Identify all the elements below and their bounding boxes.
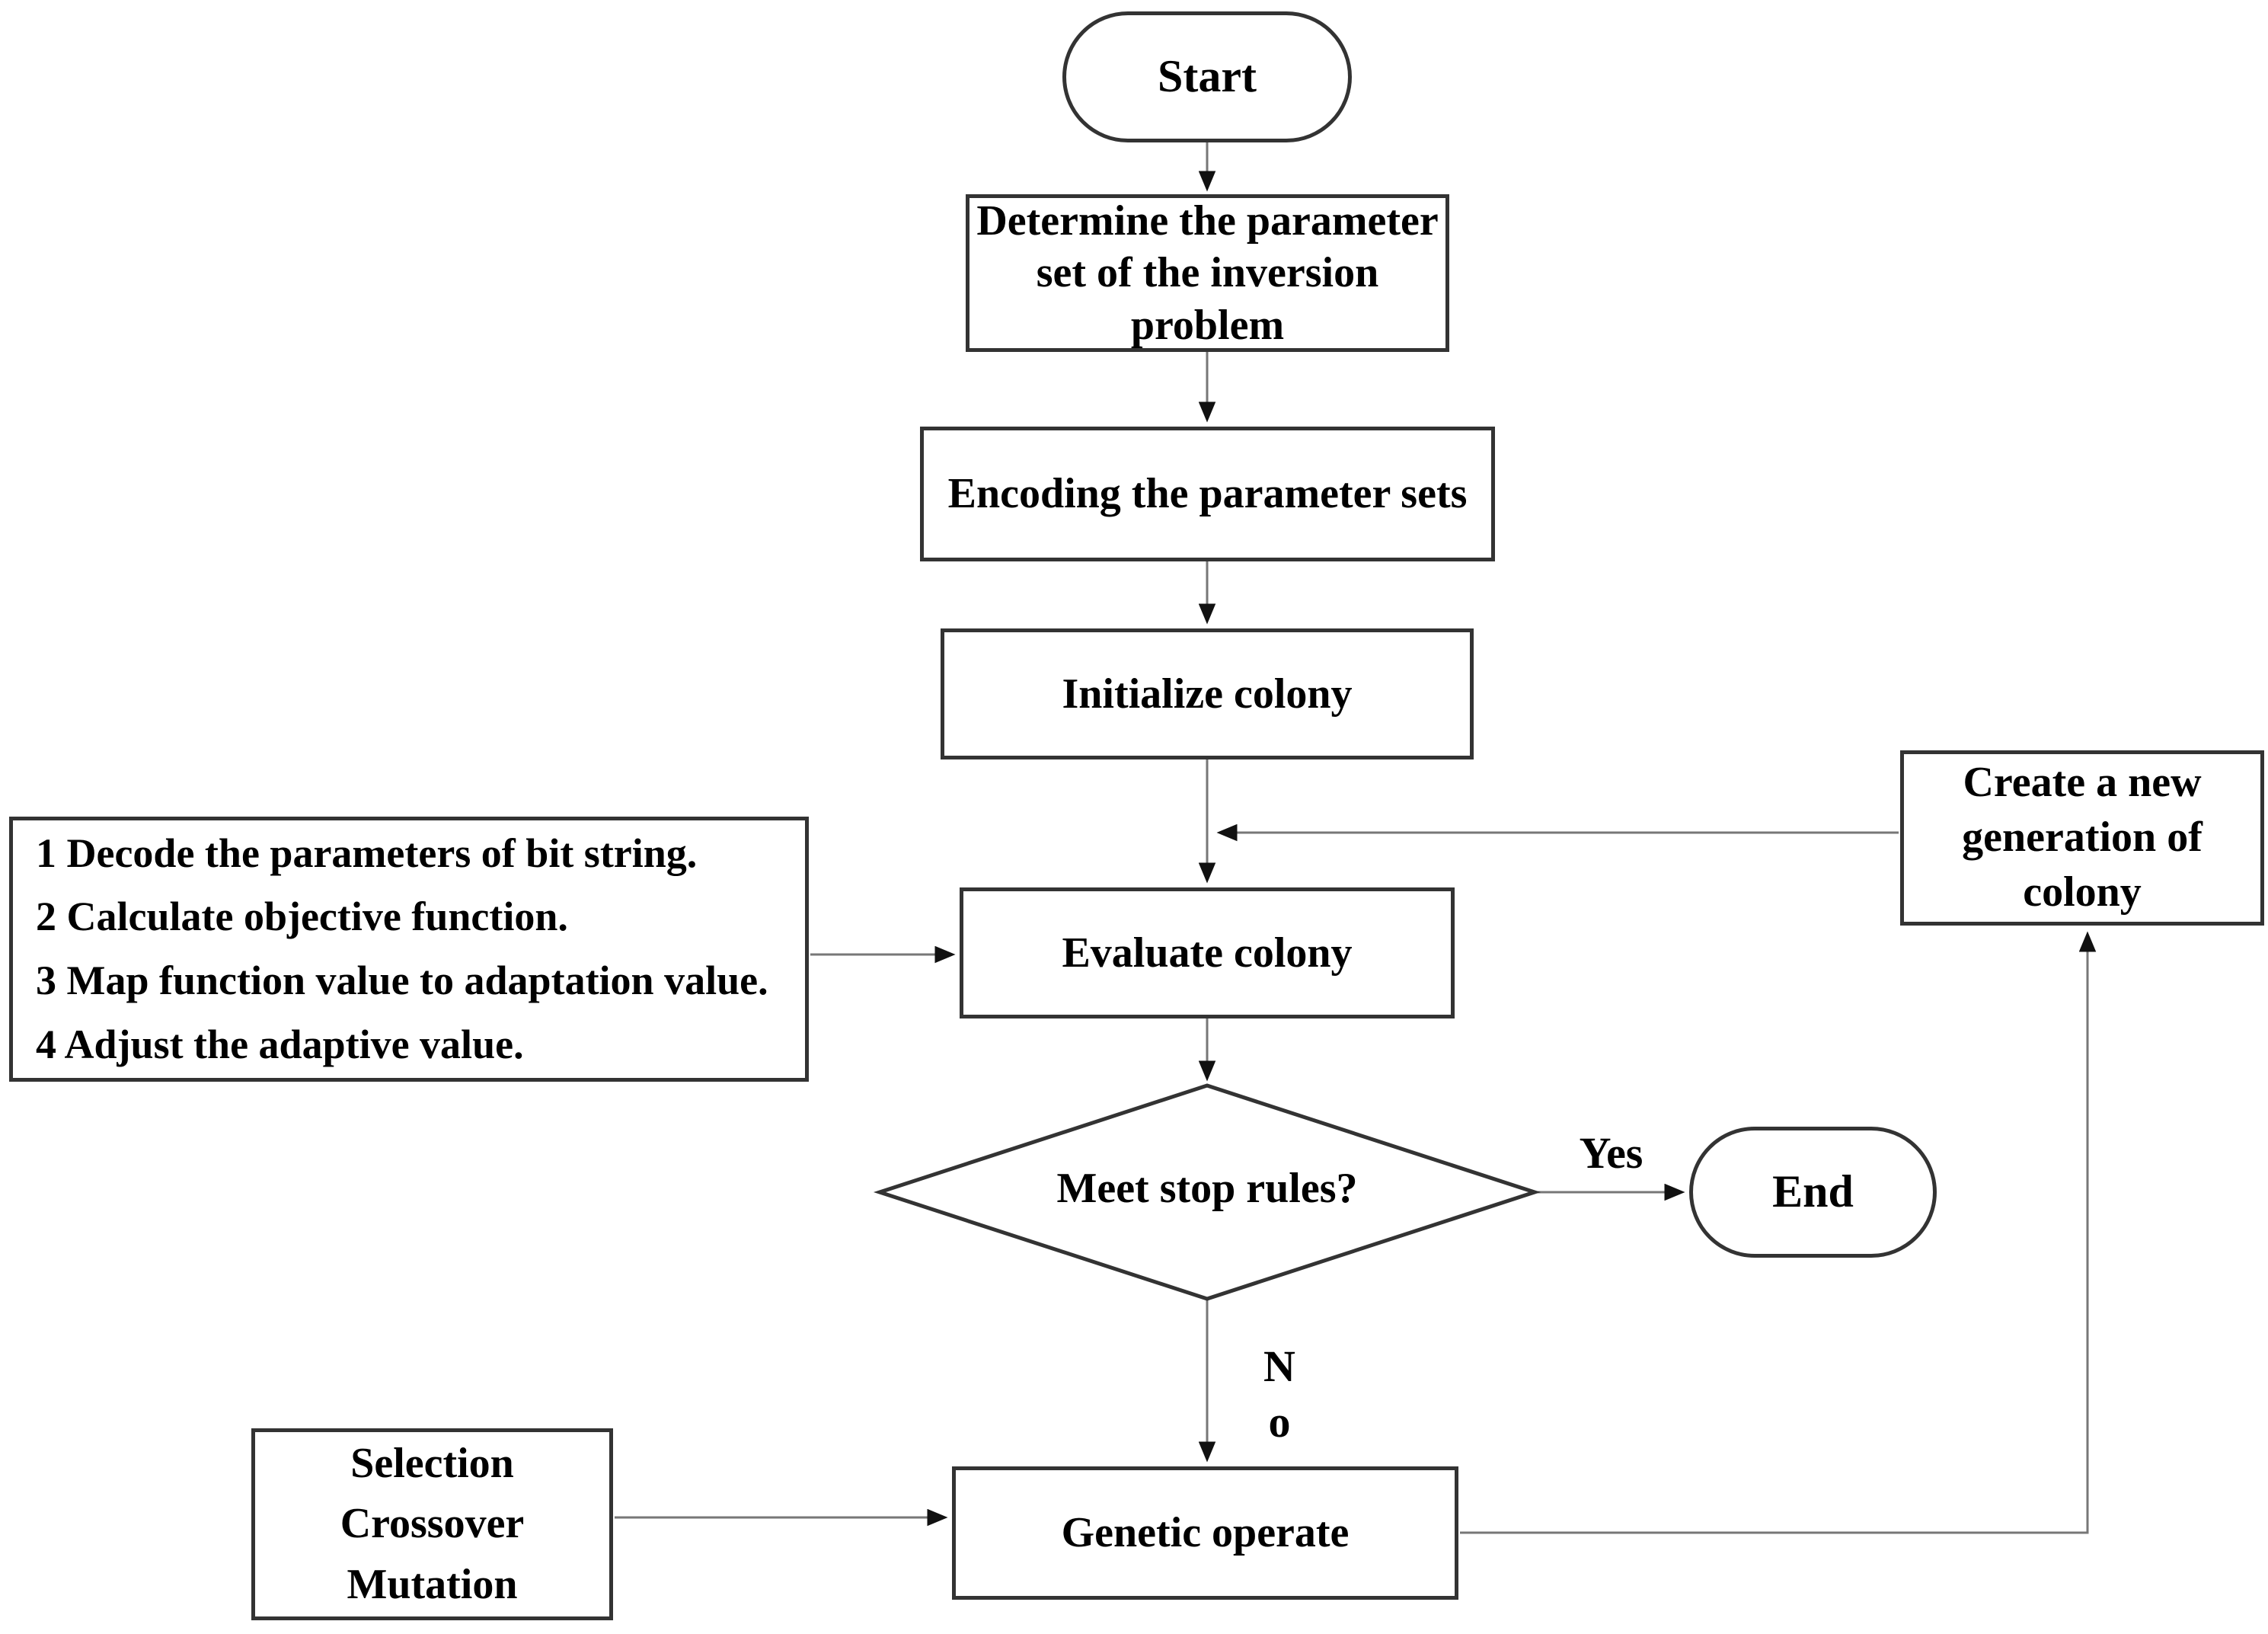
genetic-operate-label: Genetic operate <box>1061 1509 1350 1557</box>
decision-diamond-shape <box>873 1083 1541 1301</box>
determine-parameters-node: Determine the parameter set of the inver… <box>966 194 1449 352</box>
encoding-parameters-label: Encoding the parameter sets <box>947 470 1468 518</box>
decision-node-label: Meet stop rules? <box>1056 1165 1358 1212</box>
no-edge-label: N o <box>1263 1341 1295 1447</box>
end-node: End <box>1689 1127 1937 1258</box>
start-node: Start <box>1062 11 1352 142</box>
end-node-label: End <box>1772 1166 1854 1217</box>
genetic-operators-node: Selection Crossover Mutation <box>251 1428 613 1620</box>
genetic-operate-node: Genetic operate <box>952 1466 1458 1600</box>
evaluation-steps-node: 1 Decode the parameters of bit string. 2… <box>9 817 809 1082</box>
determine-parameters-label: Determine the parameter set of the inver… <box>976 197 1439 349</box>
create-new-generation-node: Create a new generation of colony <box>1900 750 2264 926</box>
evaluate-colony-node: Evaluate colony <box>960 887 1455 1018</box>
edge-genetic-create <box>1460 931 2097 1534</box>
encoding-parameters-node: Encoding the parameter sets <box>920 427 1495 561</box>
create-new-generation-label: Create a new generation of colony <box>1962 759 2203 916</box>
initialize-colony-label: Initialize colony <box>1062 670 1353 718</box>
evaluate-colony-label: Evaluate colony <box>1062 929 1353 977</box>
yes-edge-label: Yes <box>1579 1128 1644 1178</box>
initialize-colony-node: Initialize colony <box>941 628 1474 759</box>
start-node-label: Start <box>1158 51 1257 102</box>
evaluation-steps-label: 1 Decode the parameters of bit string. 2… <box>36 830 768 1067</box>
genetic-operators-label: Selection Crossover Mutation <box>340 1439 525 1608</box>
